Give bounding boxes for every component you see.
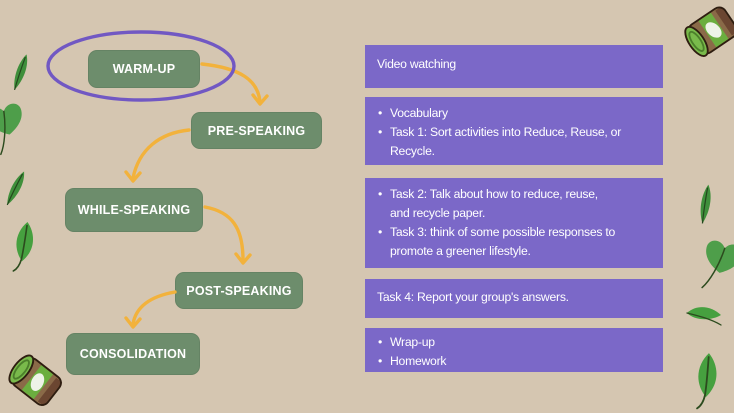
content-text: Video watching [377,57,456,71]
flow-step-while-speaking: WHILE-SPEAKING [65,188,203,232]
flow-step-label: CONSOLIDATION [79,347,187,361]
flow-step-label: PRE-SPEAKING [207,123,306,138]
bullet-list: Vocabulary Task 1: Sort activities into … [377,104,657,161]
flow-step-pre-speaking: PRE-SPEAKING [191,112,322,149]
bullet-item: Task 2: Talk about how to reduce, reuse,… [377,185,657,223]
bullet-item: Task 1: Sort activities into Reduce, Reu… [377,123,657,161]
bullet-line: promote a greener lifestyle. [390,244,531,258]
heart-leaf-icon [697,238,734,295]
tin-can-icon [680,3,734,61]
flow-step-warm-up: WARM-UP [88,50,200,88]
content-box-consolidation: Wrap-up Homework [365,328,663,372]
bullet-line: Task 1: Sort activities into Reduce, Reu… [390,125,622,139]
flow-step-consolidation: CONSOLIDATION [66,333,200,375]
content-box-post-speaking: Task 4: Report your group's answers. [365,279,663,318]
flow-step-post-speaking: POST-SPEAKING [175,272,303,309]
bullet-line: Homework [390,354,447,368]
teardrop-leaf-icon [11,220,37,274]
bullet-list: Wrap-up Homework [377,333,657,371]
bullet-line: Task 2: Talk about how to reduce, reuse, [390,187,598,201]
bullet-item: Vocabulary [377,104,657,123]
content-box-pre-speaking: Vocabulary Task 1: Sort activities into … [365,97,663,165]
flow-step-label: POST-SPEAKING [186,283,292,298]
teardrop-leaf-icon [695,351,719,411]
blade-leaf-icon [5,168,27,208]
flow-step-label: WARM-UP [112,62,176,76]
content-text: Task 4: Report your group's answers. [377,290,569,304]
blade-leaf-icon [698,183,714,225]
bullet-line: Vocabulary [390,106,448,120]
content-box-while-speaking: Task 2: Talk about how to reduce, reuse,… [365,178,663,268]
blade-leaf-icon [12,52,29,92]
curved-leaf-icon [686,306,722,326]
bullet-line: Recycle. [390,144,435,158]
tin-can-icon [4,350,65,409]
content-box-warm-up: Video watching [365,45,663,88]
bullet-item: Wrap-up [377,333,657,352]
bullet-item: Task 3: think of some possible responses… [377,223,657,261]
bullet-item: Homework [377,352,657,371]
bullet-line: Task 3: think of some possible responses… [390,225,615,239]
heart-leaf-icon [0,101,32,156]
bullet-list: Task 2: Talk about how to reduce, reuse,… [377,185,657,261]
bullet-line: and recycle paper. [390,206,486,220]
bullet-line: Wrap-up [390,335,435,349]
flow-step-label: WHILE-SPEAKING [77,203,191,217]
